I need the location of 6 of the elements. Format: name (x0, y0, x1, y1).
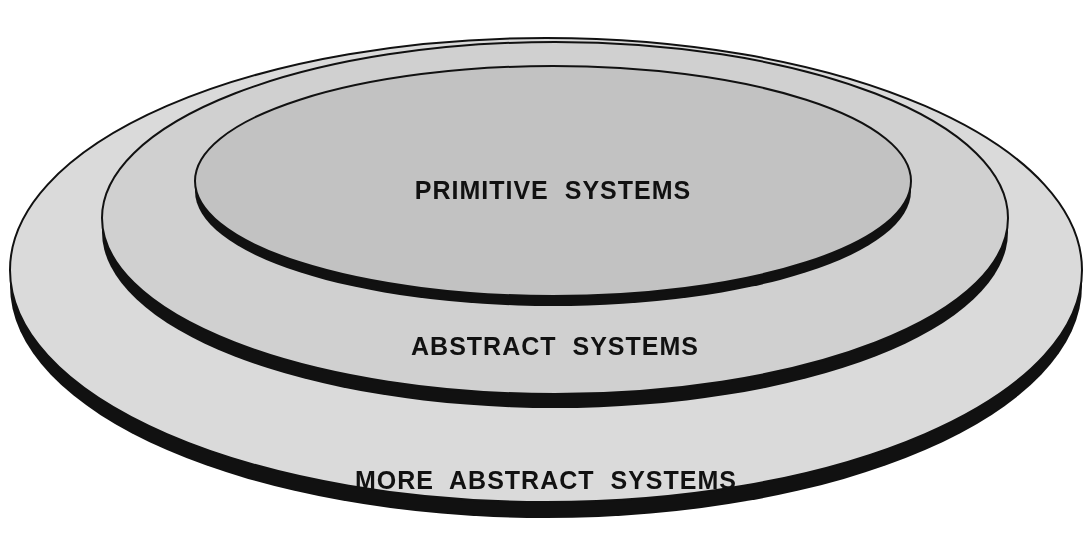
layer-label: ABSTRACT SYSTEMS (410, 332, 700, 361)
layer-label: PRIMITIVE SYSTEMS (413, 176, 693, 205)
ellipse-layer (8, 36, 1084, 520)
layer-label: MORE ABSTRACT SYSTEMS (354, 466, 738, 495)
ellipse-layer (193, 64, 913, 308)
ellipse-layer (100, 40, 1010, 410)
